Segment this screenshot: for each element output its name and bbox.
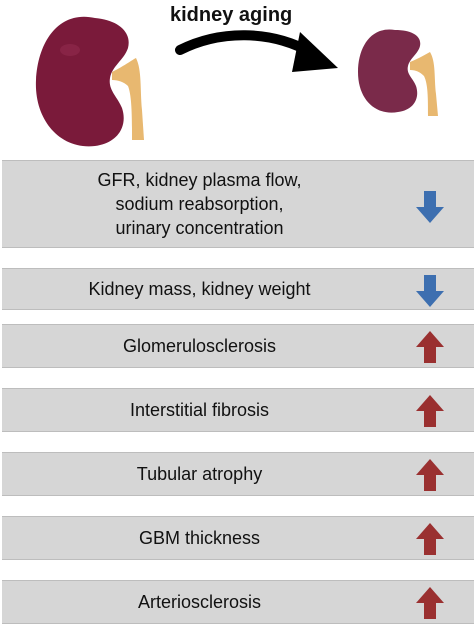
row-label: Glomerulosclerosis (122, 336, 277, 356)
aging-arrow-icon (175, 30, 338, 72)
small-kidney-icon (358, 29, 438, 116)
row-interstitial-fibrosis: Interstitial fibrosis (2, 388, 474, 432)
row-gfr: GFR, kidney plasma flow, sodium reabsorp… (2, 160, 474, 248)
down-arrow-icon (416, 191, 444, 223)
large-kidney-icon (35, 16, 144, 147)
row-arteriosclerosis: Arteriosclerosis (2, 580, 474, 624)
illustration-svg (35, 16, 438, 147)
up-arrow-icon (416, 395, 444, 427)
row-label: GFR, kidney plasma flow, sodium reabsorp… (97, 170, 302, 238)
down-arrow-icon (416, 275, 444, 307)
row-label: Arteriosclerosis (137, 592, 262, 612)
row-gbm-thickness: GBM thickness (2, 516, 474, 560)
up-arrow-icon (416, 459, 444, 491)
up-arrow-icon (416, 523, 444, 555)
row-glomerulosclerosis: Glomerulosclerosis (2, 324, 474, 368)
kidney-aging-illustration: kidney aging (0, 0, 474, 158)
row-tubular-atrophy: Tubular atrophy (2, 452, 474, 496)
up-arrow-icon (416, 587, 444, 619)
row-label: Tubular atrophy (136, 464, 263, 484)
row-label: Kidney mass, kidney weight (88, 279, 311, 299)
diagram-title: kidney aging (170, 4, 293, 26)
row-label: Interstitial fibrosis (129, 400, 270, 420)
up-arrow-icon (416, 331, 444, 363)
row-label: GBM thickness (138, 528, 261, 548)
row-kidney-mass: Kidney mass, kidney weight (2, 268, 474, 310)
